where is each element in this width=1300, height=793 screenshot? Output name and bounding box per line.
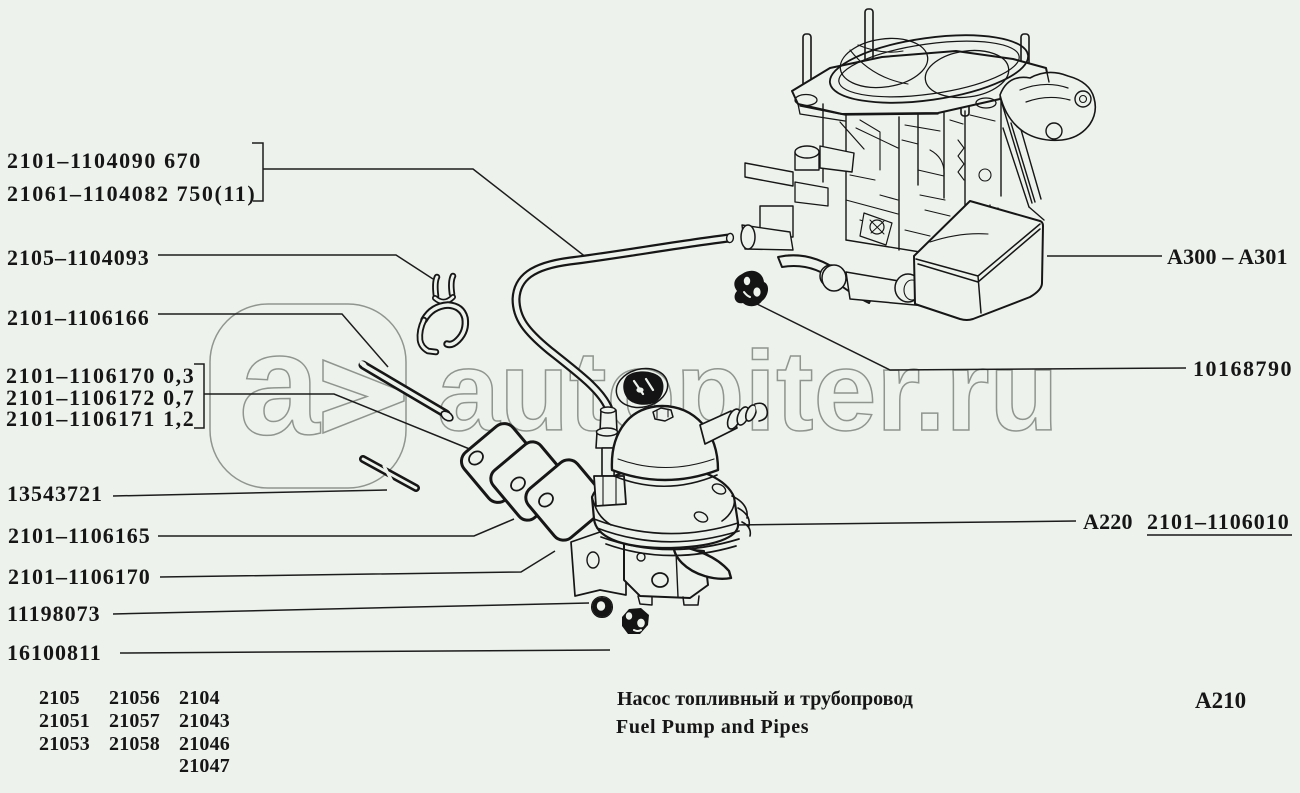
- svg-text:21053: 21053: [39, 733, 90, 755]
- svg-text:A220: A220: [1083, 509, 1133, 534]
- svg-text:21061–1104082 750(11): 21061–1104082 750(11): [7, 181, 256, 206]
- svg-text:2101–1106166: 2101–1106166: [7, 305, 150, 330]
- svg-text:2101–1106010: 2101–1106010: [1147, 509, 1290, 534]
- svg-text:Насос топливный и трубопровод: Насос топливный и трубопровод: [617, 688, 913, 710]
- svg-text:10168790: 10168790: [1193, 356, 1293, 381]
- svg-text:21057: 21057: [109, 710, 160, 732]
- svg-text:16100811: 16100811: [7, 640, 102, 665]
- svg-text:2105–1104093: 2105–1104093: [7, 245, 150, 270]
- svg-text:2101–1106171 1,2: 2101–1106171 1,2: [6, 406, 195, 431]
- svg-text:2101–1106170 0,3: 2101–1106170 0,3: [6, 363, 195, 388]
- svg-text:13543721: 13543721: [7, 481, 103, 506]
- svg-text:21046: 21046: [179, 733, 230, 755]
- svg-text:2105: 2105: [39, 687, 80, 709]
- svg-text:2101–1106170: 2101–1106170: [8, 564, 151, 589]
- svg-text:2101–1106165: 2101–1106165: [8, 523, 151, 548]
- svg-text:2101–1106172 0,7: 2101–1106172 0,7: [6, 385, 195, 410]
- svg-text:Fuel Pump and Pipes: Fuel Pump and Pipes: [616, 716, 809, 738]
- svg-text:21058: 21058: [109, 733, 160, 755]
- svg-text:21056: 21056: [109, 687, 160, 709]
- svg-text:21043: 21043: [179, 710, 230, 732]
- svg-text:21047: 21047: [179, 755, 230, 777]
- svg-text:2101–1104090 670: 2101–1104090 670: [7, 148, 202, 173]
- svg-text:A300 – A301: A300 – A301: [1167, 244, 1288, 269]
- svg-text:autopiter.ru: autopiter.ru: [437, 328, 1059, 454]
- svg-text:11198073: 11198073: [7, 601, 101, 626]
- svg-text:a: a: [239, 303, 321, 465]
- svg-text:A210: A210: [1195, 688, 1246, 713]
- svg-text:21051: 21051: [39, 710, 90, 732]
- svg-text:2104: 2104: [179, 687, 220, 709]
